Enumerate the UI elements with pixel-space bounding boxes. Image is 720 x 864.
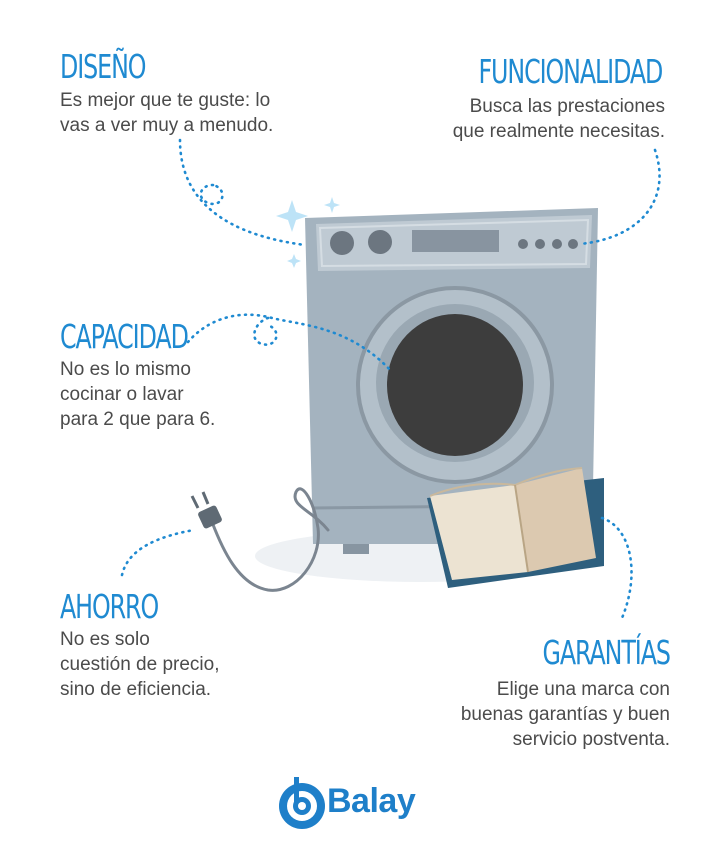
dotted-connectors (120, 138, 661, 620)
ahorro-line: cuestión de precio, (60, 654, 220, 675)
garantias-description: Elige una marca con buenas garantías y b… (461, 677, 670, 752)
capacidad-line: No es lo mismo (60, 359, 191, 380)
brand-logo-text: Balay (327, 782, 416, 820)
connector-garantias (600, 516, 633, 620)
funcionalidad-line: que realmente necesitas. (452, 121, 665, 142)
diseno-description: Es mejor que te guste: lo vas a ver muy … (60, 88, 273, 138)
ahorro-description: No es solo cuestión de precio, sino de e… (60, 627, 220, 702)
diseno-title: DISEÑO (60, 47, 146, 86)
garantias-line: servicio postventa. (512, 729, 670, 750)
connector-capacidad-loop (253, 316, 278, 346)
connector-funcionalidad (578, 148, 661, 246)
capacidad-description: No es lo mismo cocinar o lavar para 2 qu… (60, 357, 215, 432)
connector-diseno-loop (199, 183, 224, 206)
sparkle-icon (276, 197, 340, 268)
garantias-line: buenas garantías y buen (460, 704, 670, 725)
power-plug-icon (190, 487, 330, 592)
capacidad-title: CAPACIDAD (60, 317, 189, 356)
balay-logo-icon (279, 777, 325, 829)
ahorro-line: No es solo (60, 629, 150, 650)
funcionalidad-description: Busca las prestaciones que realmente nec… (453, 94, 665, 144)
connector-ahorro (120, 528, 196, 577)
diseno-line: Es mejor que te guste: lo (60, 90, 271, 111)
capacidad-line: para 2 que para 6. (60, 409, 216, 430)
diseno-line: vas a ver muy a menudo. (60, 115, 274, 136)
connector-capacidad (186, 313, 394, 374)
connector-diseno (178, 138, 307, 247)
ahorro-line: sino de eficiencia. (60, 679, 212, 700)
garantias-title: GARANTÍAS (542, 633, 671, 672)
open-book-icon (427, 467, 604, 588)
funcionalidad-line: Busca las prestaciones (469, 96, 665, 117)
funcionalidad-title: FUNCIONALIDAD (478, 52, 663, 91)
ahorro-title: AHORRO (60, 587, 159, 626)
washing-machine-icon (305, 208, 598, 554)
capacidad-line: cocinar o lavar (60, 384, 184, 405)
garantias-line: Elige una marca con (496, 679, 670, 700)
